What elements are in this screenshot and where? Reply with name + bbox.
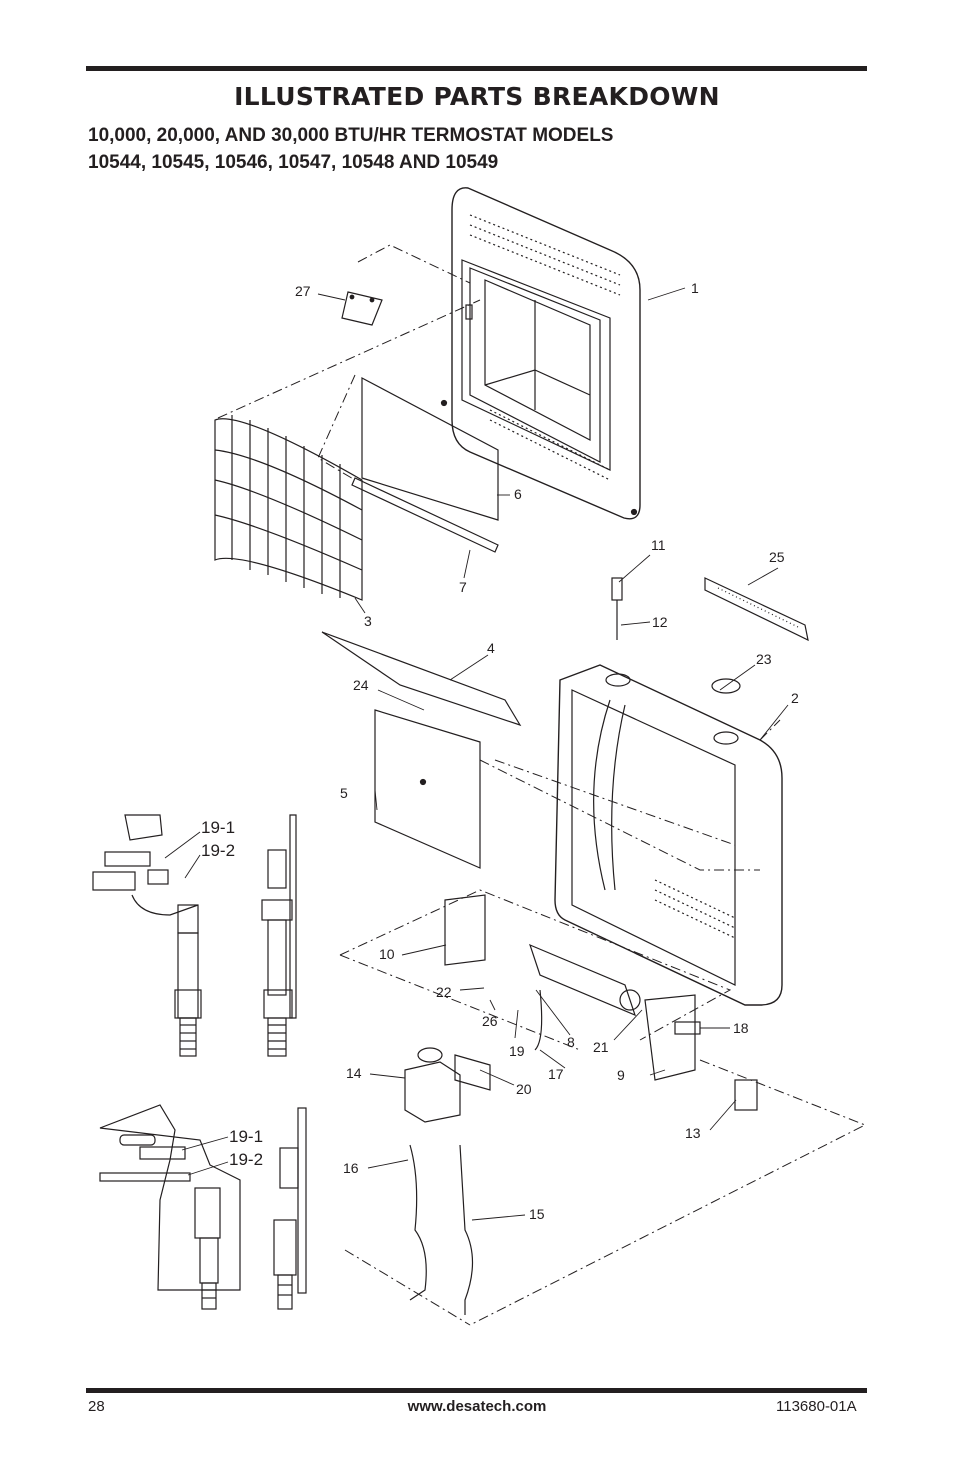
callout-6: 6 <box>514 486 522 502</box>
callout-25: 25 <box>769 549 785 565</box>
callout-labels: 1 2 3 4 5 6 7 8 9 10 11 12 13 14 15 16 1… <box>295 280 799 1222</box>
callout-27: 27 <box>295 283 311 299</box>
callout-20: 20 <box>516 1081 532 1097</box>
inset-bottom-label-b: 19-2 <box>229 1150 263 1169</box>
callout-15: 15 <box>529 1206 545 1222</box>
callout-11: 11 <box>651 537 666 553</box>
part-7-strip <box>351 477 499 553</box>
part-25-reflector <box>704 577 809 642</box>
inset-top-label-b: 19-2 <box>201 841 235 860</box>
callout-21: 21 <box>593 1039 609 1055</box>
inset-bottom-pilot-assembly <box>99 1104 307 1310</box>
callout-7: 7 <box>459 579 467 595</box>
inset-labels: 19-1 19-2 19-1 19-2 <box>201 818 263 1169</box>
inset-top-pilot-assembly <box>92 814 297 1057</box>
part-3-grille <box>214 415 363 601</box>
page-title: ILLUSTRATED PARTS BREAKDOWN <box>234 82 720 111</box>
leader-lines <box>164 287 789 1221</box>
callout-4: 4 <box>487 640 495 656</box>
callout-1: 1 <box>691 280 699 296</box>
part-10-bracket <box>444 894 486 966</box>
callout-14: 14 <box>346 1065 362 1081</box>
callout-23: 23 <box>756 651 772 667</box>
part-13-valve <box>734 1079 758 1111</box>
callout-12: 12 <box>652 614 668 630</box>
callout-16: 16 <box>343 1160 359 1176</box>
callout-3: 3 <box>364 613 372 629</box>
document-number: 113680-01A <box>776 1398 857 1415</box>
part-18-fitting <box>674 1021 701 1035</box>
inset-top-label-a: 19-1 <box>201 818 235 837</box>
callout-13: 13 <box>685 1125 701 1141</box>
part-16-tube <box>409 1144 427 1301</box>
part-20-bracket <box>454 1054 491 1091</box>
part-6-panel <box>361 377 499 521</box>
callout-2: 2 <box>791 690 799 706</box>
part-9-plate <box>644 994 696 1081</box>
subtitle-line-2: 10544, 10545, 10546, 10547, 10548 AND 10… <box>88 152 499 173</box>
part-4-deflector <box>321 631 522 727</box>
website-link[interactable]: www.desatech.com <box>407 1398 547 1415</box>
callout-18: 18 <box>733 1020 749 1036</box>
part-27-bracket <box>341 291 383 326</box>
part-15-tube <box>459 1144 474 1315</box>
callout-5: 5 <box>340 785 348 801</box>
top-rule <box>86 66 867 71</box>
callout-22: 22 <box>436 984 452 1000</box>
part-11-12-pilot <box>611 577 623 640</box>
part-2-heater-body <box>554 664 783 1006</box>
inset-bottom-label-a: 19-1 <box>229 1127 263 1146</box>
callout-10: 10 <box>379 946 395 962</box>
part-8-burner <box>529 943 641 1017</box>
part-14-control <box>404 1047 461 1123</box>
callout-24: 24 <box>353 677 369 693</box>
callout-17: 17 <box>548 1066 564 1082</box>
part-5-rear-panel <box>374 709 481 869</box>
subtitle-line-1: 10,000, 20,000, AND 30,000 BTU/HR TERMOS… <box>88 125 614 146</box>
part-1-front-panel <box>440 187 641 520</box>
callout-8: 8 <box>567 1034 575 1050</box>
bottom-rule <box>86 1388 867 1393</box>
assembly-lines <box>217 244 867 1326</box>
page-number: 28 <box>88 1398 105 1415</box>
part-17-tube <box>534 989 543 1051</box>
callout-9: 9 <box>617 1067 625 1083</box>
callout-26: 26 <box>482 1013 498 1029</box>
callout-19: 19 <box>509 1043 525 1059</box>
